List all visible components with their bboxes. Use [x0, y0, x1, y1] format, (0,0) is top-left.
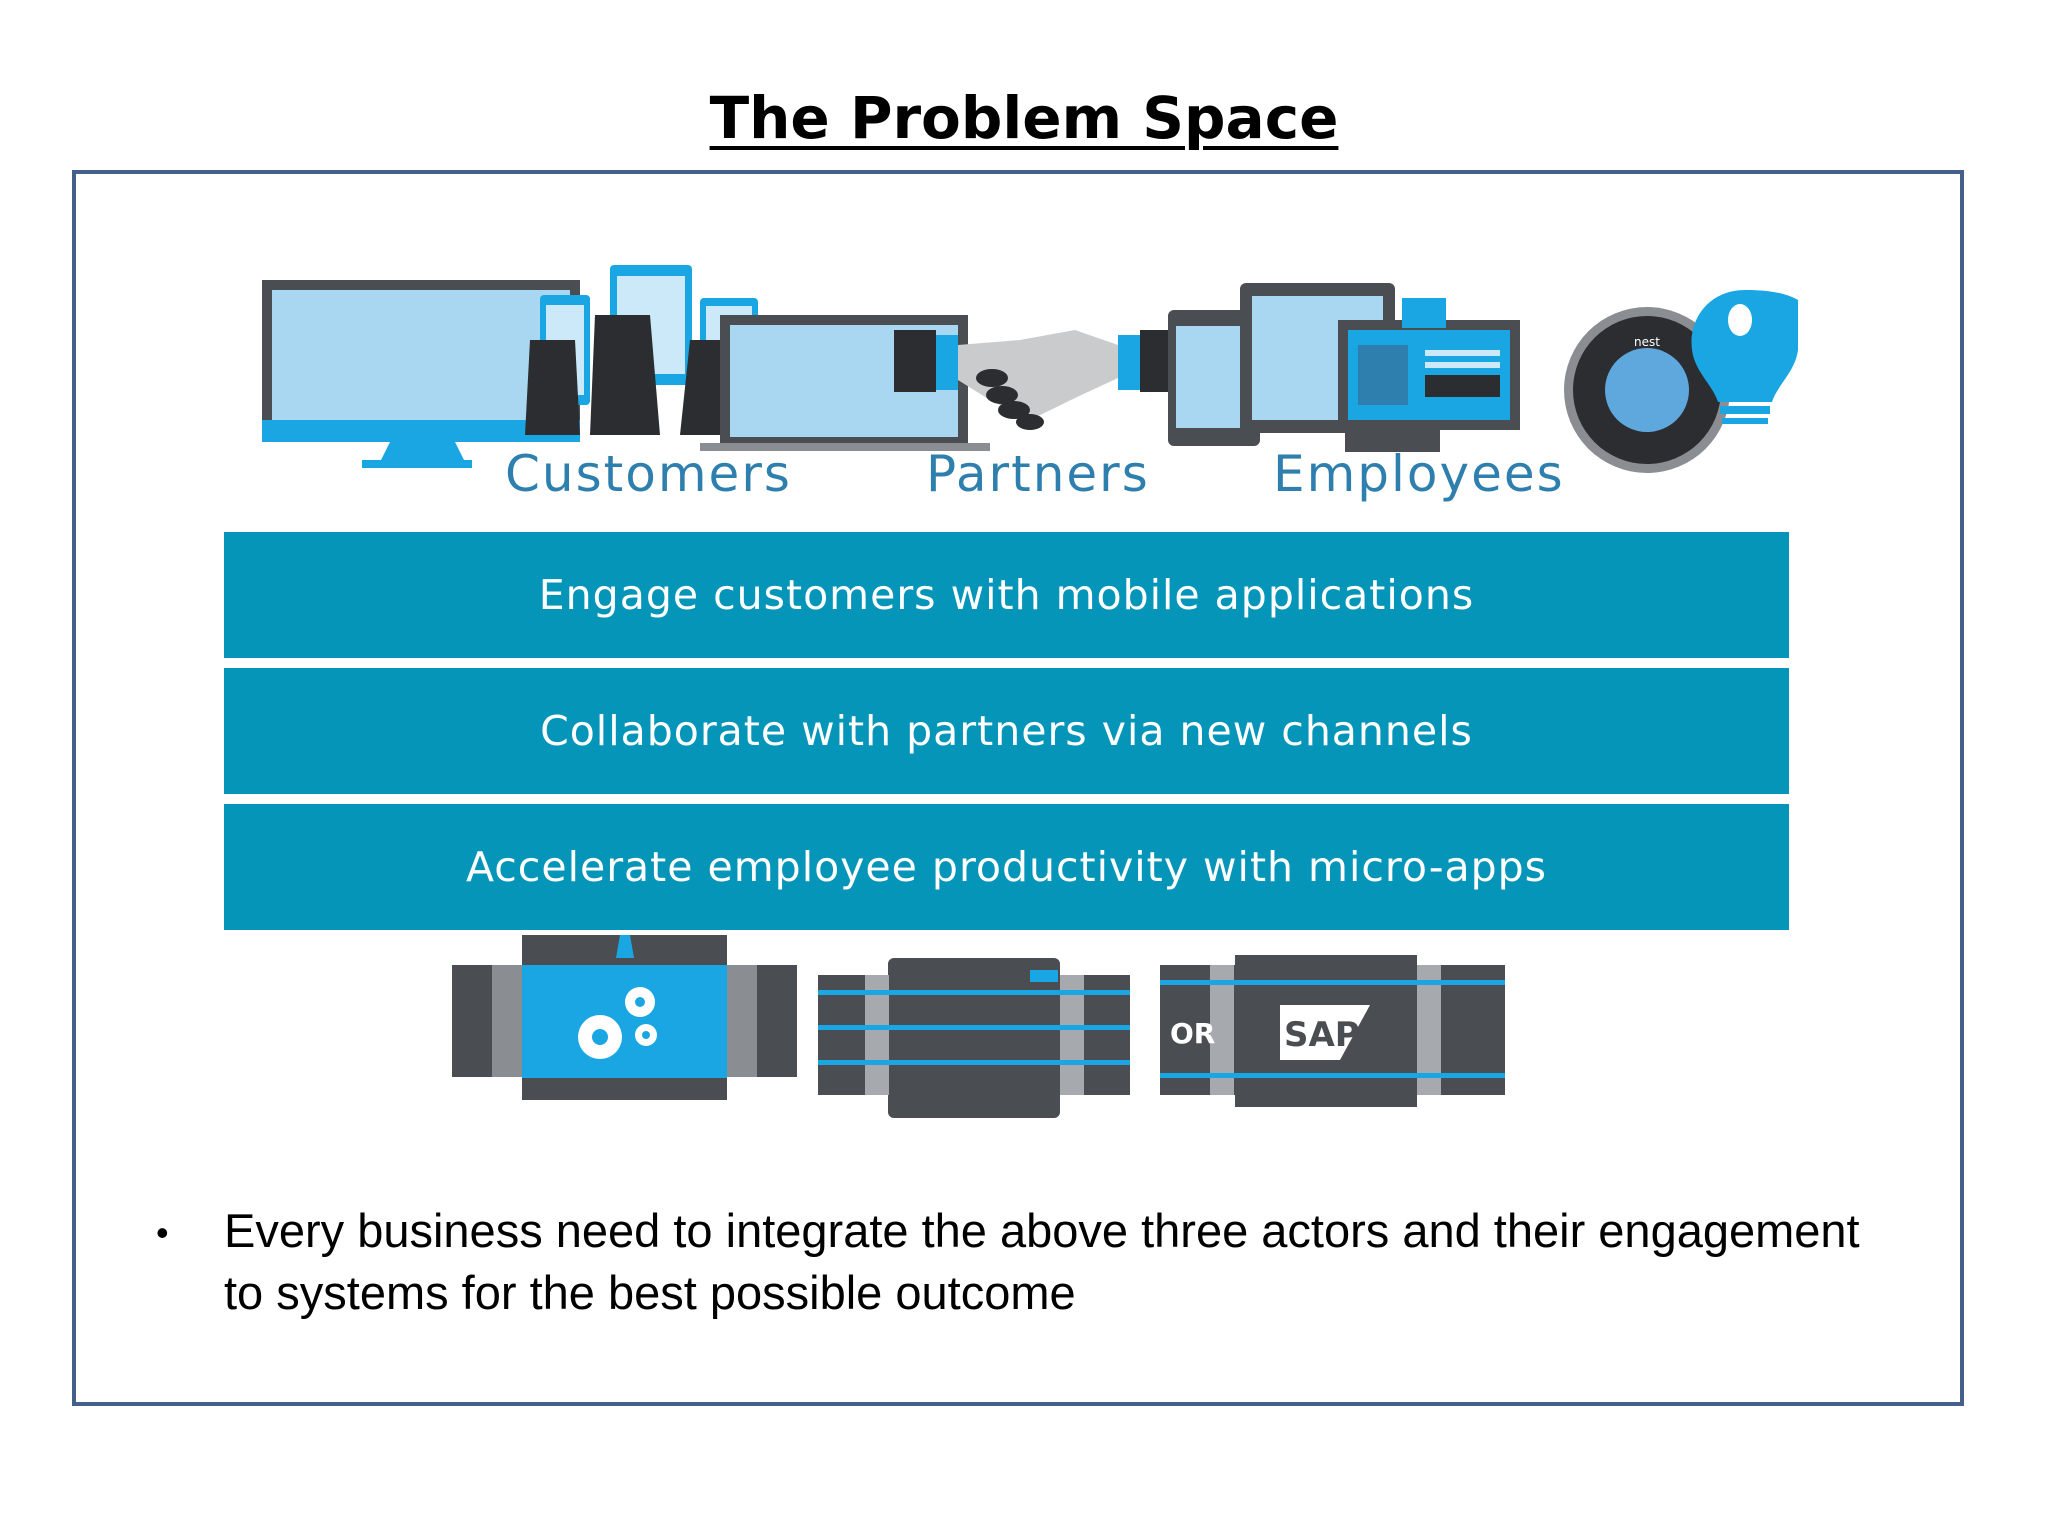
actor-label-employees: Employees	[1273, 445, 1565, 503]
handshake-icon	[894, 330, 1182, 430]
employee-devices-icon	[1168, 283, 1520, 452]
actor-label-partners: Partners	[926, 445, 1150, 503]
nest-brand-label: nest	[1634, 335, 1660, 349]
erp-server-icon: OR SAP	[1160, 955, 1505, 1107]
hands-with-phones-icon	[525, 265, 758, 435]
nest-thermostat-icon: nest	[1564, 307, 1730, 473]
band-accelerate-employees: Accelerate employee productivity with mi…	[224, 804, 1789, 930]
bullet-marker: •	[156, 1212, 169, 1253]
database-server-icon	[818, 958, 1130, 1118]
content-frame	[72, 170, 1964, 1406]
bullet-text: Every business need to integrate the abo…	[224, 1204, 1860, 1319]
actor-label-customers: Customers	[505, 445, 792, 503]
sap-label: SAP	[1284, 1015, 1360, 1055]
oracle-label: OR	[1170, 1017, 1215, 1050]
integration-server-icon	[452, 935, 797, 1100]
gears-icon	[578, 987, 657, 1059]
page-title: The Problem Space	[709, 84, 1339, 152]
band-engage-customers: Engage customers with mobile application…	[224, 532, 1789, 658]
desktop-monitor-icon	[262, 280, 580, 468]
band-collaborate-partners: Collaborate with partners via new channe…	[224, 668, 1789, 794]
light-bulb-icon	[1691, 290, 1798, 424]
